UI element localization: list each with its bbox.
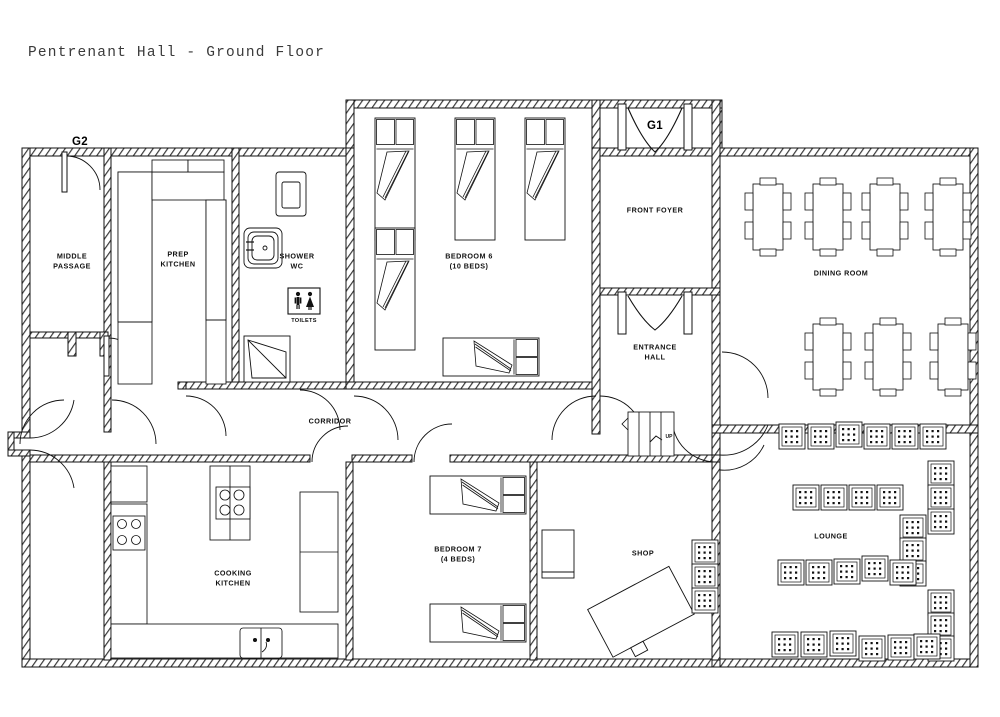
door-tag-g1: G1	[647, 120, 663, 132]
shower-tray-icon	[243, 227, 283, 269]
wc-pan-icon	[275, 171, 307, 217]
lounge-armchairs	[771, 421, 955, 662]
staircase-up	[621, 411, 675, 457]
cooking-kitchen-units	[110, 465, 339, 659]
dining-room-tables	[744, 177, 977, 397]
page-title: Pentrenant Hall - Ground Floor	[28, 45, 326, 61]
entrance-bay-doors	[617, 103, 693, 335]
prep-kitchen-units	[117, 159, 227, 385]
door-tag-g2: G2	[72, 136, 88, 148]
toilets-label: TOILETS	[291, 318, 317, 324]
bedroom-7-beds	[429, 475, 527, 643]
male-female-toilet-icon	[287, 287, 321, 315]
shop-seating	[691, 539, 719, 614]
shop-fixtures	[541, 529, 695, 658]
stairs-up-label: UP	[665, 434, 673, 440]
bedroom-6-beds	[374, 117, 566, 377]
base-unit-corner	[243, 335, 291, 383]
